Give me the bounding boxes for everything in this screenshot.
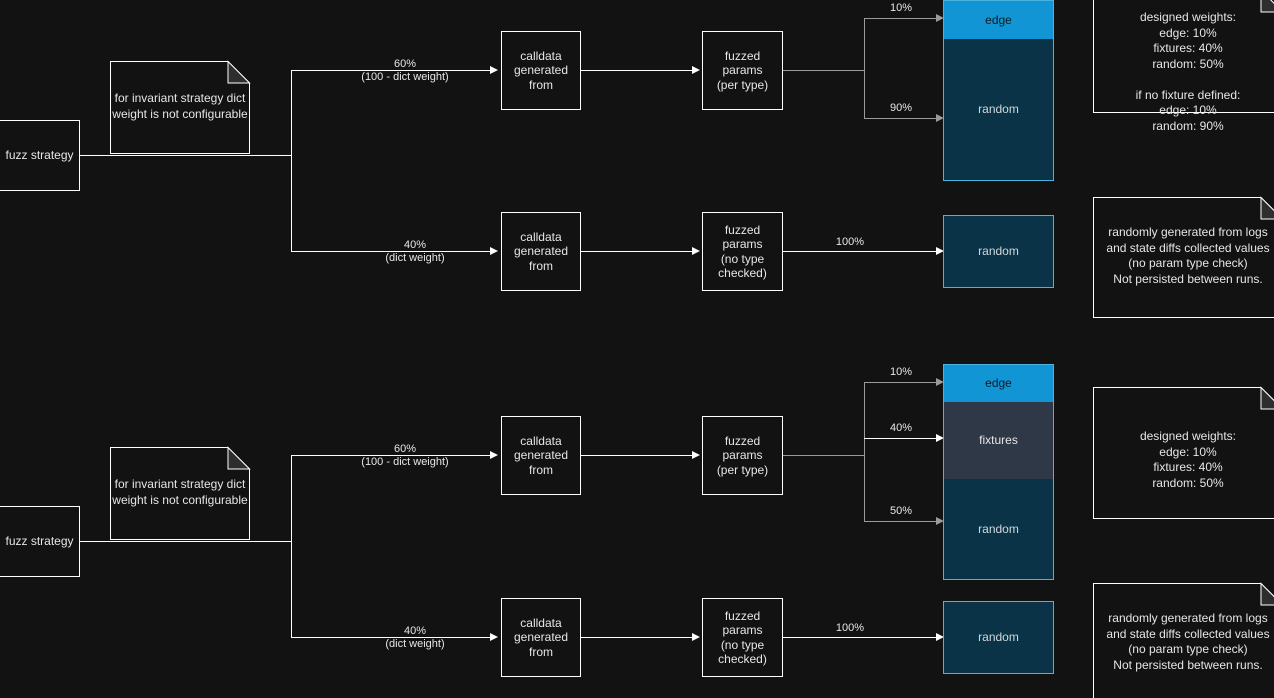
top-edge-10-arrowhead [936, 14, 944, 22]
note-shape-icon [1093, 0, 1274, 113]
bottom-random-100-label: 100% [835, 622, 865, 634]
bottom-branch-40-label: 40%(dict weight) [385, 625, 445, 650]
node-label: fuzzed params (per type) [716, 433, 769, 477]
bottom-note-dict-weight: for invariant strategy dict weight is no… [110, 446, 251, 540]
node-label: calldata generated from [513, 229, 569, 273]
bottom-branch-60-label: 60%(100 - dict weight) [361, 443, 449, 468]
bottom-calldata-upper-to-params-arrowhead [692, 451, 700, 459]
note-shape-icon [110, 60, 251, 154]
top-branch-40-arrowhead [490, 247, 498, 255]
bottom-fuzzed-params-upper-node[interactable]: fuzzed params (per type) [702, 416, 783, 495]
top-split-bar [291, 70, 292, 252]
bottom-calldata-upper-node[interactable]: calldata generated from [501, 416, 581, 495]
bottom-random-50-arrowhead [936, 517, 944, 525]
bottom-result-edge[interactable]: edge [943, 364, 1054, 402]
top-calldata-lower-to-params-arrowhead [692, 247, 700, 255]
bottom-calldata-lower-to-params-arrowhead [692, 633, 700, 641]
result-label: random [978, 102, 1019, 117]
top-calldata-upper-to-params-arrowhead [692, 66, 700, 74]
bottom-result-fixtures[interactable]: fixtures [943, 402, 1054, 479]
top-trunk-line [80, 155, 291, 156]
bottom-split-bar [291, 455, 292, 637]
bottom-random-50-line [864, 521, 936, 522]
top-fuzz-strategy-node[interactable]: fuzz strategy [0, 120, 80, 191]
node-label: fuzz strategy [5, 148, 74, 163]
top-calldata-lower-to-params-line [581, 251, 692, 252]
node-label: fuzzed params (no type checked) [718, 608, 767, 667]
bottom-params-to-split-line [783, 455, 864, 456]
node-label: fuzz strategy [5, 534, 74, 549]
top-calldata-upper-to-params-line [581, 70, 692, 71]
top-random-90-line [864, 118, 936, 119]
result-label: edge [985, 376, 1012, 391]
bottom-edge-10-label: 10% [889, 366, 913, 378]
result-label: fixtures [979, 433, 1018, 448]
top-params-to-split-line [783, 70, 864, 71]
result-label: random [978, 521, 1019, 536]
bottom-result-random[interactable]: random [943, 479, 1054, 580]
top-random-90-arrowhead [936, 114, 944, 122]
result-label: random [978, 630, 1019, 645]
bottom-fixtures-40-line [864, 438, 936, 439]
bottom-trunk-line [80, 541, 291, 542]
node-label: calldata generated from [513, 48, 569, 92]
node-label: fuzzed params (per type) [716, 48, 769, 92]
top-fuzzed-params-lower-node[interactable]: fuzzed params (no type checked) [702, 212, 783, 291]
top-random-100-arrowhead [936, 247, 944, 255]
bottom-branch-40-arrowhead [490, 633, 498, 641]
bottom-edge-10-line [864, 382, 936, 383]
top-results-stack: edge random [943, 0, 1054, 181]
top-params-lower-to-random-line [783, 251, 936, 252]
top-result-edge[interactable]: edge [943, 0, 1054, 39]
bottom-note-random-source: randomly generated from logs and state d… [1093, 582, 1274, 698]
bottom-random-100-arrowhead [936, 633, 944, 641]
bottom-branch-60-line [291, 455, 490, 456]
top-random-100-label: 100% [835, 236, 865, 248]
node-label: calldata generated from [513, 433, 569, 477]
bottom-results-stack: edge fixtures random [943, 364, 1054, 580]
top-branch-60-arrowhead [490, 66, 498, 74]
top-note-designed-weights: designed weights: edge: 10% fixtures: 40… [1093, 0, 1274, 133]
bottom-result-random-single[interactable]: random [943, 601, 1054, 674]
bottom-calldata-upper-to-params-line [581, 455, 692, 456]
note-shape-icon [1093, 196, 1274, 318]
top-note-dict-weight: for invariant strategy dict weight is no… [110, 60, 251, 154]
top-edge-10-line [864, 18, 936, 19]
top-branch-60-line [291, 70, 490, 71]
bottom-calldata-lower-to-params-line [581, 637, 692, 638]
bottom-fuzz-strategy-node[interactable]: fuzz strategy [0, 506, 80, 577]
bottom-edge-10-arrowhead [936, 378, 944, 386]
bottom-fuzzed-params-lower-node[interactable]: fuzzed params (no type checked) [702, 598, 783, 677]
top-note-random-source: randomly generated from logs and state d… [1093, 196, 1274, 318]
top-branch-40-line [291, 251, 490, 252]
top-outcome-split-bar [864, 18, 865, 118]
result-label: edge [985, 12, 1012, 27]
bottom-params-lower-to-random-line [783, 637, 936, 638]
bottom-branch-40-line [291, 637, 490, 638]
top-fuzzed-params-upper-node[interactable]: fuzzed params (per type) [702, 31, 783, 110]
top-calldata-upper-node[interactable]: calldata generated from [501, 31, 581, 110]
top-result-random-single[interactable]: random [943, 215, 1054, 288]
bottom-branch-60-arrowhead [490, 451, 498, 459]
bottom-random-50-label: 50% [889, 505, 913, 517]
top-branch-60-label: 60%(100 - dict weight) [361, 58, 449, 83]
note-shape-icon [1093, 582, 1274, 698]
top-branch-40-label: 40%(dict weight) [385, 239, 445, 264]
top-result-random[interactable]: random [943, 39, 1054, 181]
note-shape-icon [1093, 386, 1274, 519]
node-label: calldata generated from [513, 615, 569, 659]
note-shape-icon [110, 446, 251, 540]
bottom-calldata-lower-node[interactable]: calldata generated from [501, 598, 581, 677]
bottom-fixtures-40-arrowhead [936, 434, 944, 442]
bottom-outcome-split-bar [864, 382, 865, 521]
top-random-90-label: 90% [889, 102, 913, 114]
bottom-note-designed-weights: designed weights: edge: 10% fixtures: 40… [1093, 386, 1274, 519]
node-label: fuzzed params (no type checked) [718, 222, 767, 281]
result-label: random [978, 244, 1019, 259]
top-calldata-lower-node[interactable]: calldata generated from [501, 212, 581, 291]
bottom-fixtures-40-label: 40% [889, 422, 913, 434]
top-edge-10-label: 10% [889, 2, 913, 14]
